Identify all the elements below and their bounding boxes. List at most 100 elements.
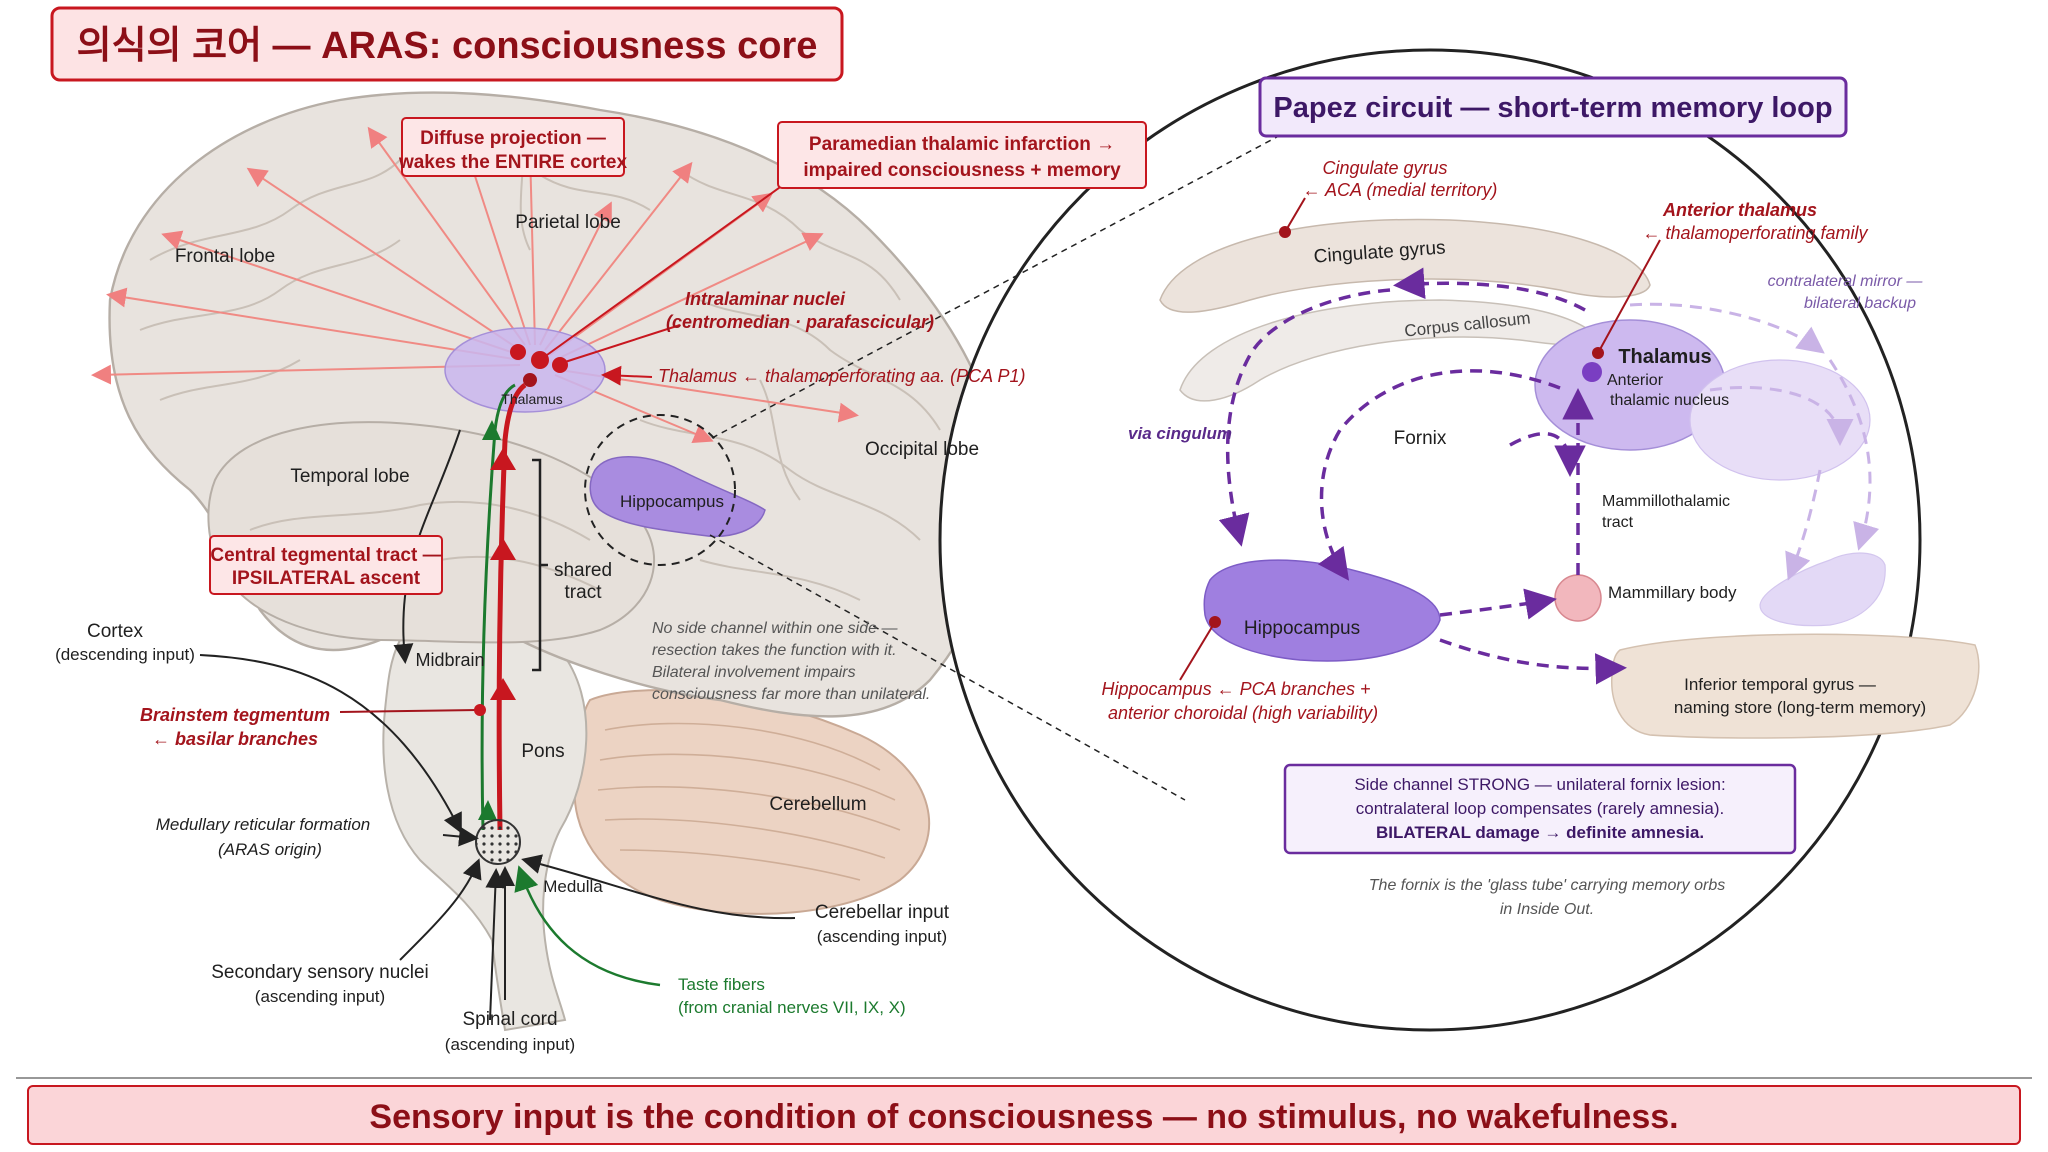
side-line2: contralateral loop compensates (rarely a…	[1356, 799, 1725, 818]
side-line1: Side channel STRONG — unilateral fornix …	[1354, 775, 1725, 794]
label-shared-tract-1: shared	[554, 560, 612, 581]
paramedian-box	[777, 121, 1147, 189]
reticular-formation	[475, 819, 521, 865]
atn-line1: Anterior	[1607, 372, 1664, 389]
itg-line1: Inferior temporal gyrus —	[1684, 675, 1876, 694]
papez-hippocampus-shape	[1203, 559, 1441, 662]
diffuse-box	[401, 117, 625, 177]
shared-tract-bracket	[532, 458, 548, 672]
medullary-line1: Medullary reticular formation	[156, 815, 370, 834]
thal-artery-pointer	[601, 365, 653, 386]
zoom-line-bottom	[709, 534, 1186, 801]
itg-line2: naming store (long-term memory)	[1674, 698, 1926, 717]
papez-thalamus-label: Thalamus	[1618, 346, 1711, 368]
label-cerebellum: Cerebellum	[769, 794, 866, 815]
mammillary-body-shape	[1554, 574, 1602, 622]
label-hippocampus: Hippocampus	[620, 492, 724, 511]
label-temporal: Temporal lobe	[290, 466, 409, 487]
cortex-line2: (descending input)	[55, 645, 195, 664]
brainstem-dot	[474, 704, 486, 716]
cerebellum-shape	[573, 689, 931, 915]
spinal-line1: Spinal cord	[462, 1009, 557, 1030]
hippocampus-shape	[589, 456, 766, 537]
papez-title: Papez circuit — short-term memory loop	[1273, 92, 1832, 124]
taste-fibers-line	[514, 865, 661, 987]
cingulate-shape	[1159, 218, 1651, 313]
cingulate-art-line1: Cingulate gyrus	[1322, 158, 1447, 178]
intralaminar-dot	[510, 344, 526, 360]
diffuse-line1: Diffuse projection —	[420, 128, 606, 149]
brainstem-pointer	[339, 709, 479, 713]
mtt-line2: tract	[1602, 514, 1634, 531]
note-line3: Bilateral involvement impairs	[652, 664, 856, 681]
intralaminar-dot	[523, 373, 537, 387]
side-channel-box	[1283, 763, 1797, 855]
papez-title-box	[1258, 76, 1848, 138]
note-line4: consciousness far more than unilateral.	[652, 686, 930, 703]
hippocampus-focus-circle	[584, 414, 736, 566]
intralaminar-dot	[552, 357, 568, 373]
hippo-art-line1: Hippocampus ← PCA branches +	[1102, 679, 1371, 699]
cerebellum-folia	[597, 722, 901, 881]
papez-hippocampus-mirror	[1759, 552, 1886, 627]
label-pons: Pons	[521, 741, 564, 762]
fornix-note-1: The fornix is the 'glass tube' carrying …	[1369, 877, 1725, 894]
label-occipital: Occipital lobe	[865, 439, 979, 460]
red-tract	[496, 382, 527, 831]
intralaminar-line1: Intralaminar nuclei	[685, 289, 846, 309]
label-shared-tract-2: tract	[565, 582, 603, 603]
cingulate-art-line2: ← ACA (medial territory)	[1303, 180, 1498, 200]
mirror-line2: bilateral backup	[1804, 295, 1916, 312]
ctt-line1: Central tegmental tract —	[210, 545, 441, 566]
thal-artery-label: Thalamus ← thalamoperforating aa. (PCA P…	[658, 366, 1026, 386]
green-tract	[480, 383, 516, 831]
note-line1: No side channel within one side —	[652, 620, 898, 637]
cingulate-art-dot	[1279, 226, 1291, 238]
page-title: 의식의 코어 — ARAS: consciousness core	[77, 25, 818, 67]
mammillary-label: Mammillary body	[1608, 583, 1737, 602]
fornix-label: Fornix	[1394, 428, 1447, 449]
label-frontal: Frontal lobe	[175, 246, 275, 267]
mirror-line1: contralateral mirror —	[1768, 273, 1924, 290]
cortex-line1: Cortex	[87, 621, 143, 642]
paramedian-pointer	[539, 179, 791, 361]
label-medulla: Medulla	[543, 877, 603, 896]
label-parietal: Parietal lobe	[515, 212, 621, 233]
diffuse-line2: wakes the ENTIRE cortex	[398, 152, 628, 173]
cingulate-art-pointer	[1284, 197, 1306, 233]
fornix-note-2: in Inside Out.	[1500, 901, 1594, 918]
ctt-box	[209, 535, 443, 595]
title-box	[50, 6, 844, 82]
mirror-loop-arrows	[1629, 302, 1880, 581]
label-midbrain: Midbrain	[415, 650, 484, 670]
via-cingulum-label: via cingulum	[1128, 424, 1232, 443]
secondary-line1: Secondary sensory nuclei	[211, 962, 429, 983]
mtt-line1: Mammillothalamic	[1602, 493, 1730, 510]
paramedian-line1: Paramedian thalamic infarction →	[809, 134, 1115, 155]
brainstem-line1: Brainstem tegmentum	[140, 705, 330, 725]
anterior-thalamus-pointer	[1597, 239, 1661, 354]
spinal-line2: (ascending input)	[445, 1035, 575, 1054]
papez-hippocampus-label: Hippocampus	[1244, 618, 1360, 639]
intralaminar-pointer	[564, 324, 681, 363]
hippo-art-dot	[1209, 616, 1221, 628]
hippo-art-line2: anterior choroidal (high variability)	[1108, 703, 1378, 723]
brainstem-line2: ← basilar branches	[152, 729, 318, 749]
footer-box	[27, 1085, 2021, 1145]
taste-line1: Taste fibers	[678, 975, 765, 994]
ctt-line2: IPSILATERAL ascent	[232, 568, 421, 589]
ant-thal-line1: Anterior thalamus	[1662, 200, 1817, 220]
intralaminar-line2: (centromedian · parafascicular)	[666, 312, 934, 332]
paramedian-line2: impaired consciousness + memory	[803, 160, 1121, 181]
secondary-line2: (ascending input)	[255, 987, 385, 1006]
medullary-line2: (ARAS origin)	[218, 840, 322, 859]
input-arrows	[199, 429, 796, 1021]
label-thalamus: Thalamus	[501, 391, 562, 407]
footer-text: Sensory input is the condition of consci…	[369, 1098, 1678, 1136]
papez-thalamus-mirror	[1689, 359, 1871, 481]
cerebellar-line1: Cerebellar input	[815, 902, 950, 923]
atn-line2: thalamic nucleus	[1610, 392, 1729, 409]
note-line2: resection takes the function with it.	[652, 642, 897, 659]
cerebellar-line2: (ascending input)	[817, 927, 947, 946]
